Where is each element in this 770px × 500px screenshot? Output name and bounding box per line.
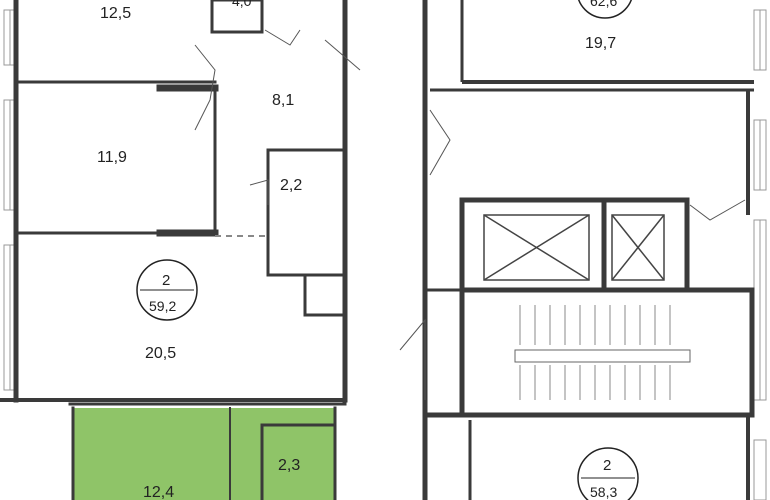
room-area-19-7: 19,7 <box>585 35 616 52</box>
room-area-12-4: 12,4 <box>143 484 174 500</box>
highlighted-apartment[interactable] <box>73 408 335 500</box>
room-area-4-0: 4,0 <box>232 0 252 9</box>
walls <box>0 0 348 500</box>
apt-rooms-left: 2 <box>162 272 170 289</box>
apartment-badge-left <box>136 259 198 321</box>
room-area-2-2: 2,2 <box>280 177 302 194</box>
core-walls <box>422 0 755 500</box>
apt-total-top-right: 62,6 <box>590 0 617 9</box>
apartment-badge-top-right <box>578 0 632 19</box>
room-area-2-3: 2,3 <box>278 457 300 474</box>
apt-total-left: 59,2 <box>149 298 176 314</box>
stairs <box>514 305 691 400</box>
room-area-20-5: 20,5 <box>145 345 176 362</box>
doors-left <box>194 29 361 205</box>
corridor-doors <box>399 109 746 400</box>
apt-rooms-bottom-right: 2 <box>603 457 611 474</box>
room-area-11-9: 11,9 <box>97 149 127 166</box>
elevators <box>483 214 665 281</box>
right-windows <box>753 9 767 500</box>
room-area-12-5: 12,5 <box>100 5 131 22</box>
room-area-8-1: 8,1 <box>272 92 294 109</box>
apt-total-bottom-right: 58,3 <box>590 484 617 500</box>
apartment-badge-bottom-right <box>577 447 639 500</box>
